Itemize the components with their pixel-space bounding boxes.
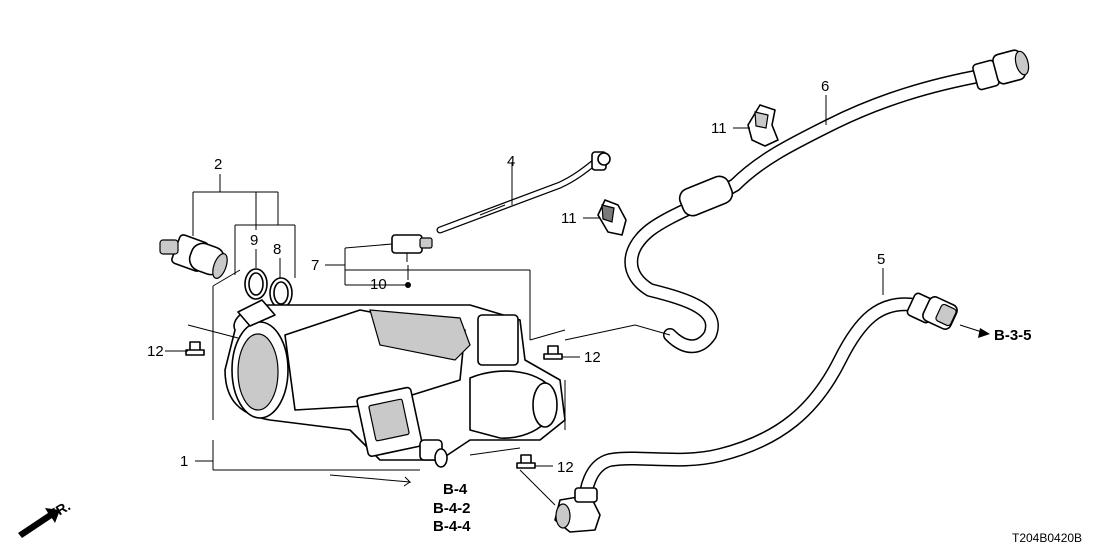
callout-10: 10 — [370, 276, 387, 293]
pipe-part-4 — [436, 151, 611, 234]
clip-part-11-upper — [747, 104, 779, 147]
leader-lines — [165, 95, 990, 506]
elbow-connector-icon — [554, 487, 601, 533]
callout-12-right: 12 — [584, 349, 601, 366]
callout-11-lower: 11 — [561, 210, 577, 227]
callout-12-left: 12 — [147, 343, 164, 360]
bolt-part-12-right — [543, 345, 563, 360]
quick-connector-icon — [972, 49, 1030, 91]
ref-b-4[interactable]: B-4 — [443, 481, 468, 498]
front-direction-icon — [18, 508, 60, 538]
callout-7: 7 — [311, 257, 319, 274]
sensor-part-7 — [391, 234, 433, 262]
ref-b-4-4[interactable]: B-4-4 — [433, 518, 471, 535]
canister-part-1 — [224, 299, 566, 468]
ref-b-3-5[interactable]: B-3-5 — [994, 327, 1032, 344]
callout-4: 4 — [507, 153, 515, 170]
clip-part-11-lower — [597, 199, 627, 236]
callout-8: 8 — [273, 241, 281, 258]
bolt-part-12-left — [185, 341, 205, 356]
callout-1: 1 — [180, 453, 188, 470]
hose-part-6 — [624, 49, 1030, 354]
callout-9: 9 — [250, 232, 258, 249]
bolt-part-12-bottom — [516, 454, 536, 469]
callout-5: 5 — [877, 251, 885, 268]
callout-11-upper: 11 — [711, 120, 727, 137]
diagram-code: T204B0420B — [1012, 531, 1082, 545]
fitting-part-2 — [159, 234, 228, 279]
quick-connector-icon — [906, 292, 958, 330]
ref-b-4-2[interactable]: B-4-2 — [433, 500, 471, 517]
callout-2: 2 — [214, 156, 222, 173]
callout-12-bottom: 12 — [557, 459, 574, 476]
callout-6: 6 — [821, 78, 829, 95]
hose-part-5 — [554, 292, 958, 533]
